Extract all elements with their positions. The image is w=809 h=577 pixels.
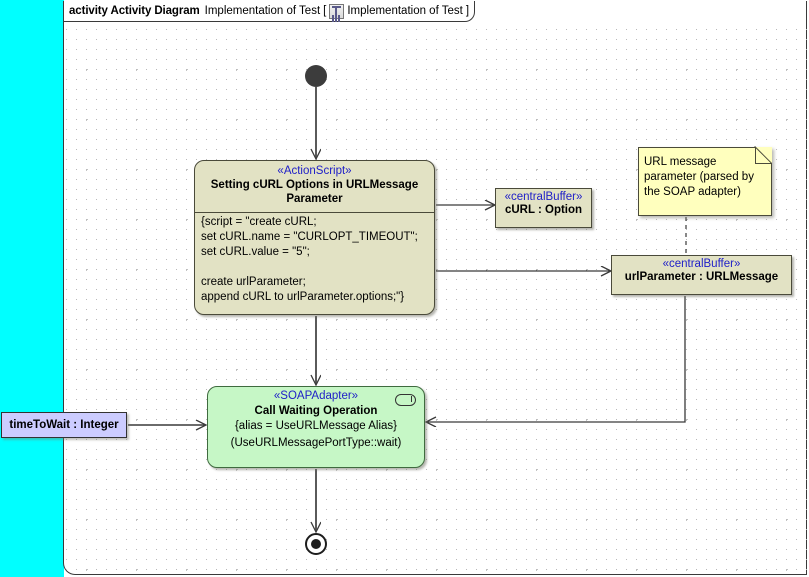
action-node-call-waiting-operation[interactable]: «SOAPAdapter» Call Waiting Operation {al…	[207, 386, 425, 468]
soap-node-porttype: (UseURLMessagePortType::wait)	[230, 437, 402, 449]
comment-note[interactable]: URL message parameter (parsed by the SOA…	[638, 147, 772, 216]
action-node-stereotype: «ActionScript»	[277, 165, 352, 177]
frame-title-tab[interactable]: activity Activity Diagram Implementation…	[64, 1, 476, 22]
action-node-setting-curl-options[interactable]: «ActionScript» Setting cURL Options in U…	[194, 160, 435, 315]
frame-name: Implementation of Test	[204, 5, 321, 17]
curl-buffer-stereotype: «centralBuffer»	[504, 191, 583, 203]
url-buffer-name: urlParameter : URLMessage	[624, 271, 779, 283]
activity-diagram-icon	[329, 3, 345, 19]
soap-node-alias: {alias = UseURLMessage Alias}	[234, 420, 398, 432]
curl-buffer-name: cURL : Option	[504, 204, 583, 216]
soap-node-name: Call Waiting Operation	[254, 405, 378, 417]
port-pin-icon[interactable]	[395, 394, 416, 406]
activity-final-node[interactable]	[305, 533, 327, 555]
note-text: URL message parameter (parsed by the SOA…	[644, 156, 754, 198]
action-node-name: Setting cURL Options in URLMessage Param…	[210, 179, 419, 205]
selection-highlight-strip	[0, 0, 64, 577]
url-buffer-stereotype: «centralBuffer»	[662, 258, 741, 270]
central-buffer-curl[interactable]: «centralBuffer» cURL : Option	[495, 188, 592, 228]
parameter-node-label: timeToWait : Integer	[9, 419, 119, 431]
soap-node-stereotype: «SOAPAdapter»	[273, 390, 359, 402]
central-buffer-url-parameter[interactable]: «centralBuffer» urlParameter : URLMessag…	[611, 255, 792, 295]
initial-node[interactable]	[305, 65, 327, 87]
frame-keyword: activity Activity Diagram	[69, 5, 200, 17]
frame-ref-label: Implementation of Test	[347, 5, 463, 17]
diagram-grid	[64, 22, 807, 574]
note-background	[638, 147, 772, 216]
activity-parameter-node-time-to-wait[interactable]: timeToWait : Integer	[1, 412, 127, 438]
frame-bracket-open: [	[323, 5, 327, 17]
action-node-script: {script = "create cURL; set cURL.name = …	[201, 216, 418, 303]
note-fold-corner-icon	[755, 147, 772, 164]
frame-bracket-close: ]	[465, 5, 470, 17]
action-node-divider	[195, 212, 434, 213]
